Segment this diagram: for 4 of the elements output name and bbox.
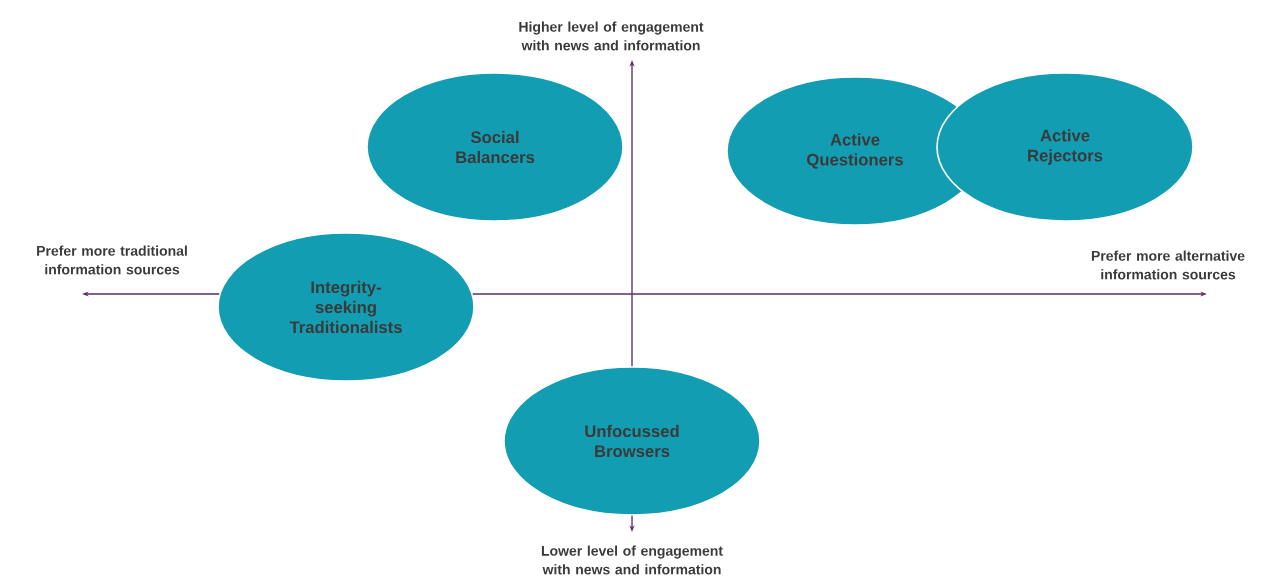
axis-label: Prefer more traditional information sources <box>37 245 187 275</box>
axis-label: Prefer more alternative information sources <box>1091 250 1245 280</box>
axis-label: Lower level of engagement with news and information <box>541 545 723 575</box>
axis-label: Higher level of engagement with news and information <box>519 21 704 51</box>
